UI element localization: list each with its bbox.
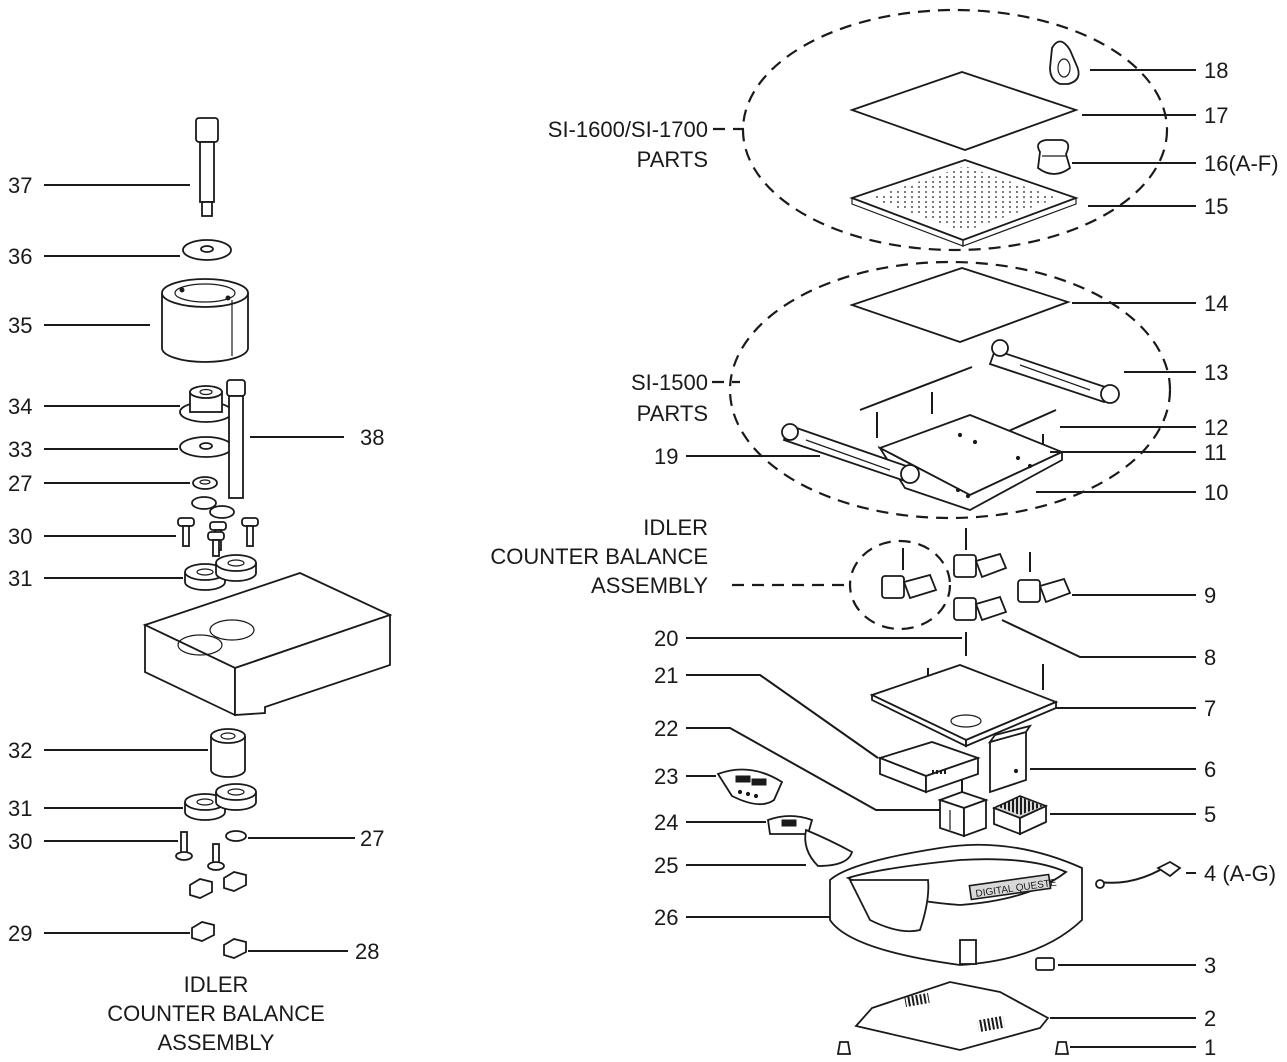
part-38-shaft bbox=[226, 379, 246, 499]
label-21: 21 bbox=[654, 663, 678, 688]
label-14: 14 bbox=[1204, 291, 1228, 316]
label-1: 1 bbox=[1204, 1035, 1216, 1060]
part-19-rail bbox=[781, 423, 920, 484]
caption-idler-right-1: IDLER bbox=[643, 515, 708, 540]
part-7-motor-plate bbox=[869, 664, 1059, 748]
label-7: 7 bbox=[1204, 696, 1216, 721]
part-17-sheet bbox=[849, 71, 1079, 151]
label-2: 2 bbox=[1204, 1006, 1216, 1031]
part-8-idler bbox=[953, 595, 1008, 622]
part-9-idler bbox=[1017, 577, 1072, 604]
caption-si1600-2: PARTS bbox=[637, 147, 708, 172]
part-18-tape bbox=[1049, 40, 1080, 85]
part-25-cover bbox=[804, 828, 854, 867]
label-28: 28 bbox=[355, 939, 379, 964]
label-11: 11 bbox=[1204, 440, 1227, 465]
part-14-sheet bbox=[849, 267, 1071, 343]
part-31-bearings-lower bbox=[184, 783, 257, 821]
part-5-heatsink bbox=[991, 795, 1049, 836]
idler-block bbox=[142, 572, 393, 717]
part-3-switch bbox=[1035, 957, 1055, 971]
label-26: 26 bbox=[654, 905, 678, 930]
part-23-display bbox=[716, 768, 784, 806]
si1500-parts-group bbox=[728, 260, 1172, 520]
label-33: 33 bbox=[8, 437, 32, 462]
idler-unit-b bbox=[953, 552, 1008, 579]
part-31-bearings-upper bbox=[184, 554, 257, 591]
part-13-rail bbox=[988, 339, 1120, 404]
label-23: 23 bbox=[654, 764, 678, 789]
label-34: 34 bbox=[8, 394, 32, 419]
part-21-controller bbox=[877, 741, 981, 794]
part-2-bottom-plate bbox=[854, 981, 1050, 1051]
caption-idler-right-2: COUNTER BALANCE bbox=[490, 544, 708, 569]
part-27-nuts-upper bbox=[191, 476, 235, 519]
part-33-washer bbox=[179, 436, 233, 458]
part-16-suction-cup bbox=[1037, 139, 1072, 175]
label-13: 13 bbox=[1204, 360, 1228, 385]
label-20: 20 bbox=[654, 626, 678, 651]
part-32-spacer bbox=[210, 728, 246, 778]
label-15: 15 bbox=[1204, 194, 1228, 219]
part-1-feet bbox=[836, 1041, 1070, 1055]
part-37-bolt bbox=[195, 117, 219, 217]
caption-idler-left-1: IDLER bbox=[184, 972, 249, 997]
right-idler-assembly bbox=[848, 528, 1072, 656]
part-22-motor bbox=[937, 780, 989, 838]
part-29-28-nuts bbox=[189, 871, 247, 959]
label-30-lower: 30 bbox=[8, 829, 32, 854]
label-19: 19 bbox=[654, 444, 678, 469]
part-34-pulley bbox=[179, 385, 233, 423]
caption-si1500-1: SI-1500 bbox=[631, 370, 708, 395]
caption-idler-left-3: ASSEMBLY bbox=[158, 1030, 275, 1055]
part-36-washer bbox=[182, 239, 232, 261]
label-16: 16(A-F) bbox=[1204, 151, 1279, 176]
label-30-upper: 30 bbox=[8, 524, 32, 549]
part-6-bracket bbox=[987, 724, 1033, 794]
caption-idler-right-3: ASSEMBLY bbox=[591, 573, 708, 598]
label-27-lower: 27 bbox=[360, 826, 384, 851]
label-8: 8 bbox=[1204, 645, 1216, 670]
caption-si1500-2: PARTS bbox=[637, 401, 708, 426]
label-6: 6 bbox=[1204, 757, 1216, 782]
label-24: 24 bbox=[654, 810, 678, 835]
part-15-perforated-plate bbox=[849, 159, 1079, 247]
caption-si1600-1: SI-1600/SI-1700 bbox=[548, 117, 708, 142]
label-18: 18 bbox=[1204, 58, 1228, 83]
label-29: 29 bbox=[8, 921, 32, 946]
label-9: 9 bbox=[1204, 583, 1216, 608]
label-10: 10 bbox=[1204, 480, 1228, 505]
label-36: 36 bbox=[8, 244, 32, 269]
label-12: 12 bbox=[1204, 415, 1228, 440]
label-22: 22 bbox=[654, 716, 678, 741]
left-idler-assembly: 37 36 35 34 33 27 30 31 38 32 31 30 27 2… bbox=[8, 117, 393, 1055]
si1600-parts-group bbox=[741, 8, 1169, 252]
label-31-upper: 31 bbox=[8, 566, 32, 591]
part-24-lens bbox=[767, 815, 814, 835]
label-25: 25 bbox=[654, 853, 678, 878]
label-17: 17 bbox=[1204, 103, 1228, 128]
label-37: 37 bbox=[8, 173, 32, 198]
part-30-screws-upper bbox=[177, 517, 259, 557]
label-38: 38 bbox=[360, 425, 384, 450]
part-10-base-plate bbox=[877, 414, 1065, 511]
label-35: 35 bbox=[8, 313, 32, 338]
idler-unit-a bbox=[881, 573, 938, 600]
label-27-upper: 27 bbox=[8, 471, 32, 496]
part-35-counterweight bbox=[161, 278, 249, 363]
part-26-housing: DIGITAL QUESTE bbox=[829, 843, 1083, 966]
label-5: 5 bbox=[1204, 802, 1216, 827]
label-32: 32 bbox=[8, 738, 32, 763]
part-30-screws-lower bbox=[175, 830, 247, 871]
label-3: 3 bbox=[1204, 953, 1216, 978]
caption-idler-left-2: COUNTER BALANCE bbox=[107, 1001, 325, 1026]
label-4: 4 (A-G) bbox=[1204, 861, 1276, 886]
label-31-lower: 31 bbox=[8, 796, 32, 821]
part-4-cable bbox=[1095, 860, 1182, 889]
